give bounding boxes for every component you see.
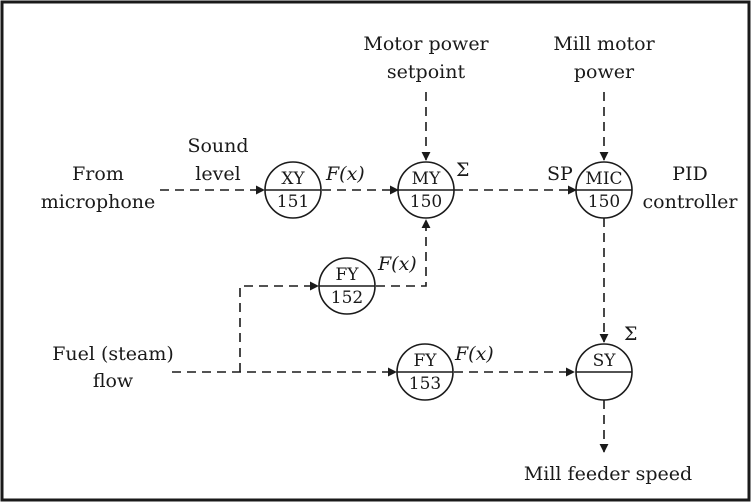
fy152-bubble: FY 152	[318, 257, 376, 315]
my150-number: 150	[410, 192, 442, 212]
sy-tag: SY	[593, 351, 617, 371]
motor-setpoint-label-line1: Motor power	[363, 33, 489, 55]
fuel-flow-label-line1: Fuel (steam)	[52, 343, 174, 365]
sy-bubble: SY	[575, 343, 633, 401]
mic150-desc-line1: PID	[672, 163, 708, 185]
sound-level-label-line1: Sound	[187, 135, 248, 157]
mic150-bubble: MIC 150	[575, 161, 633, 219]
fy152-number: 152	[331, 288, 363, 308]
fuel-flow-label-line2: flow	[93, 370, 134, 392]
my150-bubble: MY 150	[397, 161, 455, 219]
xy151-tag: XY	[281, 169, 305, 189]
signal-fuel-to-fy152	[239, 281, 319, 372]
xy151-bubble: XY 151	[264, 161, 322, 219]
sound-level-label-line2: level	[195, 163, 240, 185]
fy153-tag: FY	[413, 351, 437, 371]
microphone-label-line2: microphone	[41, 191, 156, 213]
xy151-function: F(x)	[325, 163, 365, 185]
feeder-speed-label: Mill feeder speed	[524, 463, 692, 485]
mill-motor-label-line1: Mill motor	[553, 33, 655, 55]
microphone-label-line1: From	[72, 163, 124, 185]
mic150-tag: MIC	[585, 169, 622, 189]
motor-setpoint-label-line2: setpoint	[387, 61, 466, 83]
mic150-setpoint-label: SP	[547, 163, 573, 185]
fy153-number: 153	[409, 374, 441, 394]
mic150-number: 150	[588, 192, 620, 212]
mic150-desc-line2: controller	[643, 191, 739, 213]
xy151-number: 151	[277, 192, 309, 212]
mill-motor-label-line2: power	[574, 61, 635, 83]
my150-tag: MY	[412, 169, 441, 189]
sy-sum-symbol: Σ	[624, 323, 637, 345]
fy153-bubble: FY 153	[396, 343, 454, 401]
fy153-function: F(x)	[454, 343, 494, 365]
fy152-function: F(x)	[377, 253, 417, 275]
signal-fy152-to-my150	[376, 219, 431, 287]
fy152-tag: FY	[335, 265, 359, 285]
my150-sum-symbol: Σ	[456, 159, 469, 181]
